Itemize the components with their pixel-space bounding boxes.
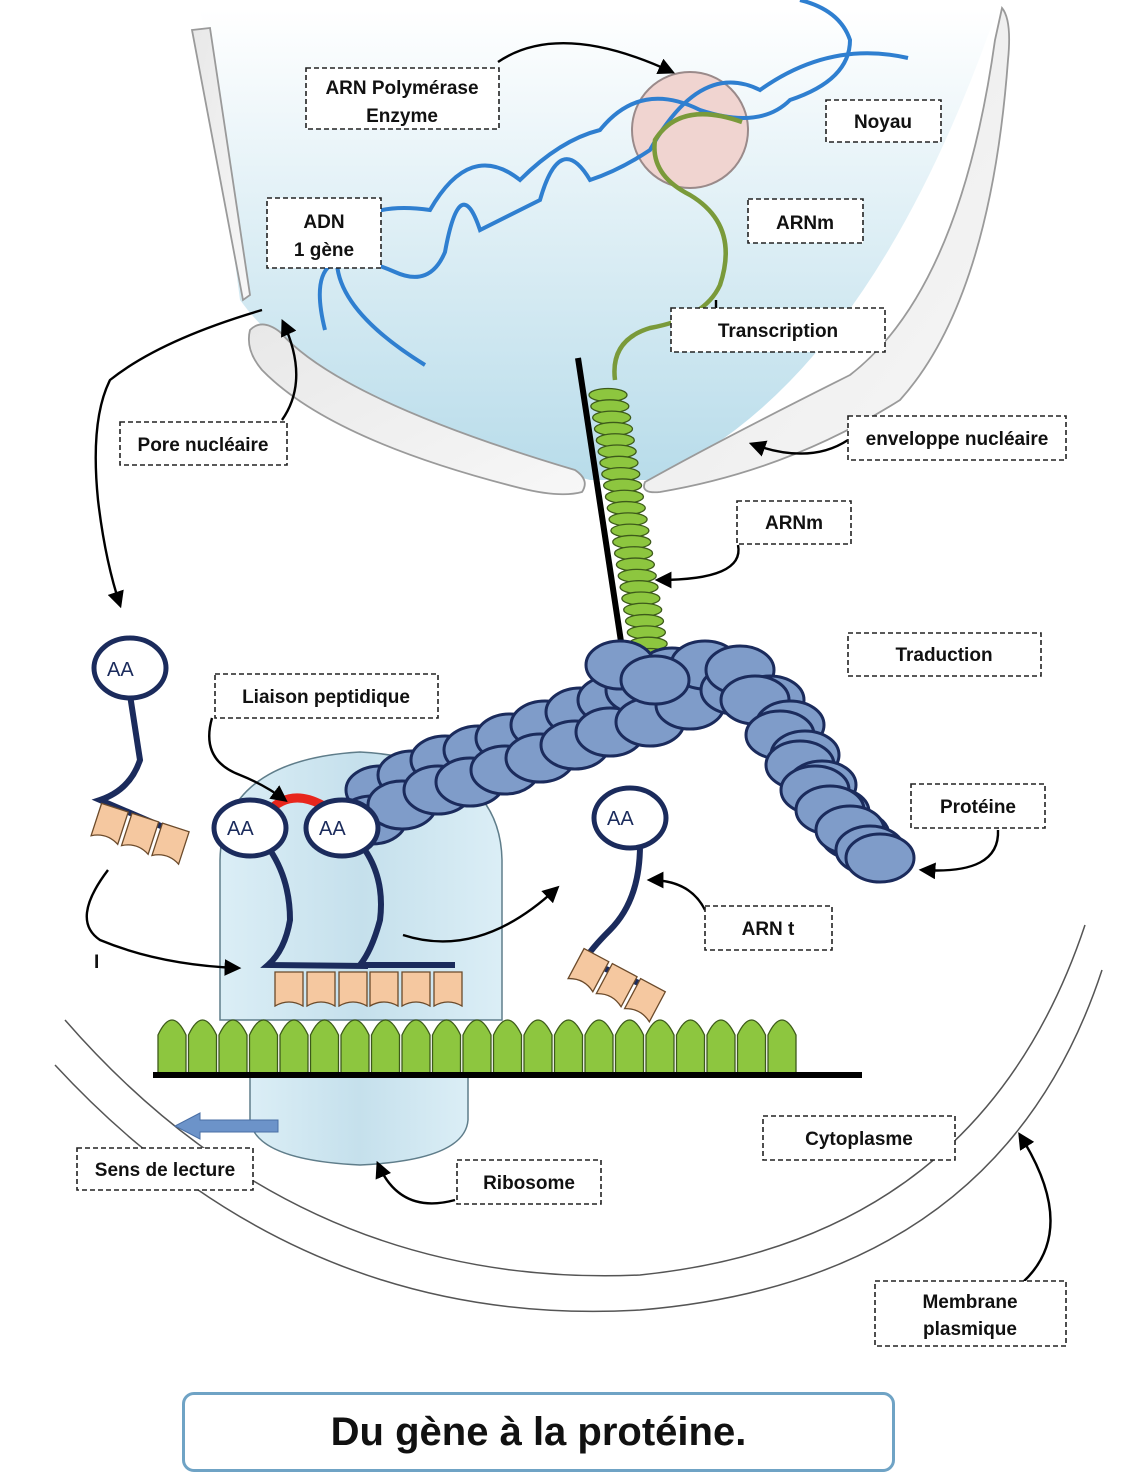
anticodon-base — [150, 822, 190, 866]
codon-bump — [279, 1019, 309, 1074]
amino-acid-bead — [844, 832, 916, 884]
nuclear-envelope — [190, 6, 1011, 496]
label-arnm-top: ARNm — [747, 198, 864, 244]
anticodon-base — [623, 977, 667, 1024]
svg-text:ARNm: ARNm — [776, 213, 834, 234]
codon-bump — [309, 1019, 340, 1074]
stray-mark: I — [94, 952, 99, 973]
anticodon-base — [306, 971, 336, 1008]
codon-bump — [462, 1019, 492, 1074]
svg-text:Traduction: Traduction — [895, 645, 992, 666]
label-adn-line1: ADN — [303, 212, 344, 233]
codon-bump — [767, 1019, 797, 1074]
ribosome-mrna-codons — [157, 1019, 797, 1074]
mrna-strand — [612, 111, 743, 381]
label-ribosome: Ribosome — [456, 1159, 602, 1205]
codon-bump — [218, 1019, 248, 1074]
anticodon-base — [274, 971, 304, 1008]
anticodon-base — [401, 971, 431, 1008]
aa-label-ribosome-2: AA — [319, 818, 346, 840]
trna-right: AA — [567, 785, 669, 1024]
codon-bump — [675, 1019, 706, 1074]
svg-text:ARNm: ARNm — [765, 513, 823, 534]
codon-bump — [736, 1019, 767, 1074]
reading-direction-arrow — [173, 1112, 279, 1140]
anticodon-base — [338, 971, 368, 1008]
protein-chain — [336, 639, 916, 884]
trna-ribosome-2: AA — [303, 797, 463, 1008]
codon-bump — [370, 1019, 401, 1074]
label-cytoplasme: Cytoplasme — [762, 1115, 956, 1161]
codon-bump — [584, 1019, 614, 1074]
anticodon-base — [120, 812, 160, 856]
label-arn-polymerase-line2: Enzyme — [366, 106, 438, 127]
connector-arrows — [85, 42, 1052, 1284]
anticodon-base — [433, 971, 463, 1008]
aa-label-right: AA — [607, 808, 634, 830]
anticodon-base — [90, 802, 130, 846]
label-transcription: Transcription — [670, 307, 886, 353]
label-sens-de-lecture: Sens de lecture — [76, 1147, 254, 1191]
aa-label-ribosome-1: AA — [227, 818, 254, 840]
label-arnm-mid: ARNm — [736, 500, 852, 545]
label-pore-nucleaire: Pore nucléaire — [119, 421, 288, 466]
codon-bump — [553, 1019, 584, 1074]
svg-text:ARN t: ARN t — [742, 919, 795, 940]
label-noyau: Noyau — [825, 99, 942, 143]
svg-text:enveloppe nucléaire: enveloppe nucléaire — [866, 429, 1049, 450]
label-enveloppe-nucleaire: enveloppe nucléaire — [847, 415, 1067, 461]
codon-bump — [492, 1019, 523, 1074]
svg-text:Liaison peptidique: Liaison peptidique — [242, 687, 410, 708]
page-title: Du gène à la protéine. — [330, 1409, 747, 1454]
rna-polymerase — [631, 71, 749, 189]
trna-ribosome-1: AA — [211, 797, 369, 1008]
codon-bump — [645, 1019, 675, 1074]
title-box: Du gène à la protéine. — [182, 1392, 895, 1472]
label-proteine: Protéine — [910, 783, 1046, 829]
anticodon-base — [595, 962, 638, 1009]
svg-text:Cytoplasme: Cytoplasme — [805, 1129, 913, 1150]
codon-bump — [614, 1019, 645, 1074]
label-arn-polymerase-line1: ARN Polymérase — [325, 78, 478, 99]
label-traduction: Traduction — [847, 632, 1042, 677]
label-membrane-plasmique: Membrane plasmique — [874, 1280, 1067, 1347]
codon-bump — [248, 1019, 279, 1074]
anticodon-base — [369, 971, 399, 1008]
mrna-codons — [588, 387, 670, 663]
aa-label-left: AA — [107, 659, 134, 681]
svg-text:Sens de lecture: Sens de lecture — [95, 1160, 235, 1181]
label-adn-line2: 1 gène — [294, 240, 354, 261]
svg-text:Transcription: Transcription — [718, 321, 838, 342]
label-membrane-line2: plasmique — [923, 1319, 1017, 1340]
anticodon-base — [567, 947, 610, 994]
svg-text:Ribosome: Ribosome — [483, 1173, 575, 1194]
codon-bump — [157, 1019, 187, 1074]
svg-text:Protéine: Protéine — [940, 797, 1016, 818]
codon-bump — [523, 1019, 553, 1074]
svg-text:Pore nucléaire: Pore nucléaire — [138, 435, 269, 456]
mrna-backbone — [575, 357, 628, 669]
amino-acid-bead — [619, 654, 691, 706]
codon-bump — [706, 1019, 736, 1074]
label-membrane-line1: Membrane — [922, 1292, 1017, 1313]
trna-left: AA — [90, 635, 190, 866]
label-arn-t: ARN t — [704, 905, 833, 951]
codon-bump — [401, 1019, 431, 1074]
label-liaison-peptidique: Liaison peptidique — [214, 673, 439, 719]
svg-text:Noyau: Noyau — [854, 112, 912, 133]
codon-bump — [187, 1019, 218, 1074]
codon-bump — [340, 1019, 370, 1074]
codon-bump — [431, 1019, 462, 1074]
label-arn-polymerase: ARN Polymérase Enzyme — [305, 67, 500, 130]
label-adn: ADN 1 gène — [266, 197, 382, 269]
